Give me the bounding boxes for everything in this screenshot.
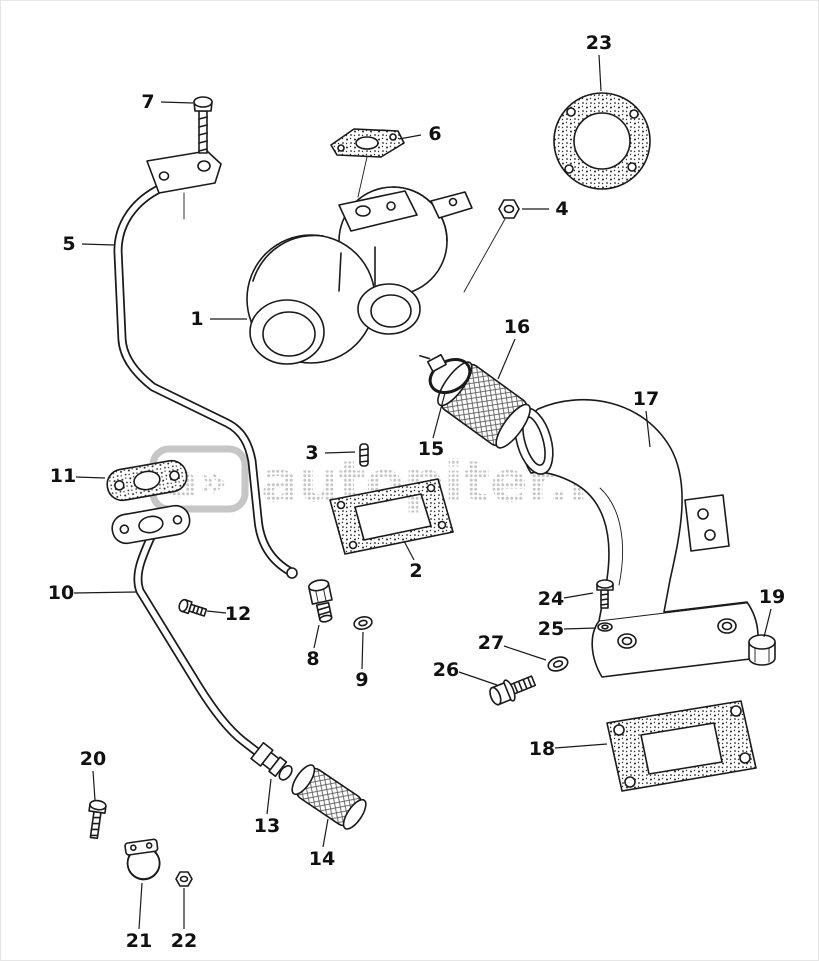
leader-line-7 — [160, 101, 194, 104]
leader-line-18 — [554, 743, 608, 749]
callout-26: 26 — [433, 659, 459, 681]
leader-line-21 — [138, 882, 143, 930]
part-27-washer — [547, 656, 569, 672]
part-3-stud — [359, 443, 369, 467]
part-24-bolt — [596, 579, 614, 609]
leader-line-17 — [645, 410, 651, 448]
part-13-connector — [250, 742, 293, 781]
callout-12: 12 — [225, 603, 251, 625]
part-18-gasket — [606, 700, 757, 792]
leader-line-10 — [73, 591, 138, 594]
leader-line-27 — [503, 645, 547, 661]
callout-9: 9 — [355, 669, 368, 691]
callout-7: 7 — [141, 91, 154, 113]
leader-line-13 — [266, 778, 272, 815]
leader-line-23 — [598, 54, 602, 92]
leader-line-16 — [497, 338, 516, 380]
callout-15: 15 — [418, 438, 444, 460]
leader-line-12 — [206, 610, 227, 614]
callout-19: 19 — [759, 586, 785, 608]
callout-14: 14 — [309, 848, 335, 870]
part-21-clamp — [124, 838, 161, 881]
leader-line-9 — [361, 631, 364, 670]
leader-line-3 — [324, 451, 356, 454]
callout-2: 2 — [409, 560, 422, 582]
leader-line-15 — [432, 392, 446, 439]
part-2-gasket — [329, 478, 454, 555]
leader-line-19 — [763, 608, 772, 638]
leader-line-26 — [458, 671, 498, 686]
part-20-bolt — [88, 799, 107, 840]
leader-line-14 — [322, 818, 329, 848]
callout-24: 24 — [538, 588, 564, 610]
callout-22: 22 — [171, 930, 197, 952]
part-10-oil-return-pipe — [111, 504, 270, 763]
callout-3: 3 — [305, 442, 318, 464]
callout-13: 13 — [254, 815, 280, 837]
callout-4: 4 — [555, 198, 568, 220]
part-4-nut — [498, 199, 520, 219]
part-22-nut — [175, 871, 193, 887]
callout-17: 17 — [633, 388, 659, 410]
part-14-hose — [291, 764, 367, 830]
callout-16: 16 — [504, 316, 530, 338]
callout-1: 1 — [190, 308, 203, 330]
callout-23: 23 — [586, 32, 612, 54]
callout-11: 11 — [50, 465, 76, 487]
callout-20: 20 — [80, 748, 106, 770]
leader-line-5 — [81, 243, 115, 246]
part-8-fitting — [308, 579, 333, 623]
part-23-gasket — [553, 92, 651, 190]
leader-line-25 — [563, 627, 597, 630]
part-19-plug — [748, 634, 776, 666]
callout-5: 5 — [62, 233, 75, 255]
part-12-bolt — [178, 598, 208, 617]
pipe-end-fitting — [286, 567, 298, 579]
leader-line-2 — [403, 540, 415, 561]
part-6-gasket — [330, 128, 405, 158]
part-5-oil-supply-pipe — [113, 150, 298, 579]
leader-line-11 — [75, 476, 106, 479]
part-1-turbocharger — [246, 186, 473, 365]
leader-line-24 — [563, 592, 594, 599]
part-7-bolt — [193, 96, 213, 154]
construction-lines — [183, 156, 506, 293]
part-9-washer — [353, 616, 373, 630]
part-15-hose-clamp — [419, 353, 472, 395]
callout-6: 6 — [428, 123, 441, 145]
callout-21: 21 — [126, 930, 152, 952]
callout-18: 18 — [529, 738, 555, 760]
leader-line-8 — [313, 624, 320, 649]
leader-line-6 — [398, 134, 422, 140]
callout-8: 8 — [306, 648, 319, 670]
part-26-bolt — [489, 675, 537, 706]
part-17-exhaust-pipe — [514, 398, 759, 678]
leader-line-20 — [92, 770, 96, 801]
part-11-gasket — [106, 459, 188, 502]
callout-27: 27 — [478, 632, 504, 654]
callout-25: 25 — [538, 618, 564, 640]
part-25-washer — [597, 622, 613, 632]
callout-10: 10 — [48, 582, 74, 604]
